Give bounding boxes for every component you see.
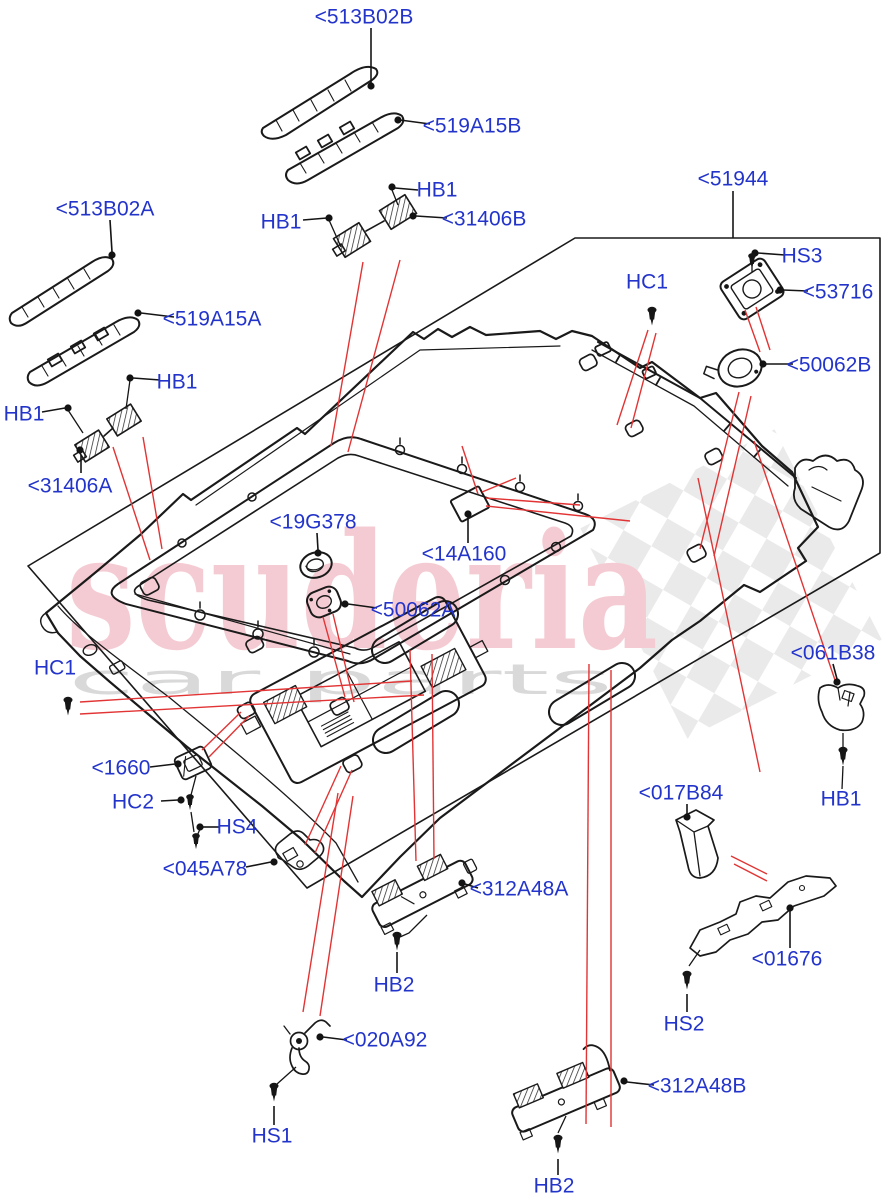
screw-HB2-b-icon (553, 1134, 563, 1154)
part-label-HS1[interactable]: HS1 (251, 1124, 293, 1148)
part-label-HB1-a[interactable]: HB1 (416, 178, 458, 202)
part-01676-drawing (689, 875, 837, 957)
part-label-061B38[interactable]: <061B38 (790, 641, 876, 665)
screw-HC1-top-icon (647, 306, 657, 326)
part-label-312A48A[interactable]: <312A48A (469, 877, 569, 901)
part-label-HS4[interactable]: HS4 (216, 815, 258, 839)
part-label-513B02A[interactable]: <513B02A (55, 197, 155, 221)
part-513B02A-drawing (8, 256, 115, 327)
part-label-HB2-a[interactable]: HB2 (373, 973, 415, 997)
part-label-HB2-b[interactable]: HB2 (533, 1174, 575, 1198)
part-017B84-drawing (675, 809, 719, 879)
part-31406B-drawing (331, 193, 418, 259)
part-519A15B-drawing (285, 112, 405, 185)
screw-HC2-icon (186, 794, 194, 811)
part-50062A-drawing (306, 585, 342, 619)
part-label-31406A[interactable]: <31406A (27, 474, 113, 498)
part-label-HC2[interactable]: HC2 (111, 790, 155, 814)
part-label-513B02B[interactable]: <513B02B (314, 5, 414, 29)
part-label-HB1-b[interactable]: HB1 (260, 210, 302, 234)
part-label-017B84[interactable]: <017B84 (638, 781, 724, 805)
part-label-HB1-d[interactable]: HB1 (3, 402, 45, 426)
part-label-14A160[interactable]: <14A160 (421, 542, 507, 566)
part-label-312A48B[interactable]: <312A48B (647, 1074, 747, 1098)
panel-boundary (27, 237, 881, 889)
label-leader-lines (41, 28, 844, 1175)
part-label-50062B[interactable]: <50062B (786, 353, 872, 377)
part-label-53716[interactable]: <53716 (802, 280, 874, 304)
screw-HC1-left-icon (63, 696, 73, 716)
watermark-brand: scuderia (66, 498, 658, 686)
checkered-flag-motif (580, 429, 882, 739)
part-label-19G378[interactable]: <19G378 (269, 510, 357, 534)
part-061B38-drawing (817, 683, 866, 732)
part-label-HB1-c[interactable]: HB1 (156, 370, 198, 394)
part-label-519A15A[interactable]: <519A15A (162, 307, 262, 331)
part-label-045A78[interactable]: <045A78 (162, 857, 248, 881)
part-label-50062A[interactable]: <50062A (370, 598, 456, 622)
screw-HB2-a-icon (392, 931, 402, 951)
part-label-01676[interactable]: <01676 (751, 947, 823, 971)
part-50062B-drawing (703, 348, 763, 388)
part-312A48A-drawing (371, 853, 478, 936)
part-label-HC1-top[interactable]: HC1 (625, 270, 669, 294)
red-locator-lines (79, 259, 837, 1127)
part-label-HS2[interactable]: HS2 (663, 1012, 705, 1036)
part-14A160-drawing (449, 485, 491, 523)
part-label-HB1-e[interactable]: HB1 (820, 787, 862, 811)
part-1660-drawing (173, 745, 213, 781)
part-label-51944[interactable]: <51944 (697, 167, 769, 191)
part-519A15A-drawing (26, 316, 141, 387)
panel-clip-holes (139, 353, 724, 774)
part-31406A-drawing (72, 403, 142, 463)
part-label-HC1-left[interactable]: HC1 (33, 656, 77, 680)
part-19G378-drawing (299, 551, 333, 579)
screw-HB1-e-icon (838, 746, 848, 766)
leader-dots (64, 82, 841, 1085)
screw-HS4-icon (192, 833, 200, 850)
part-045A78-drawing (274, 830, 325, 871)
screw-HS1-icon (269, 1082, 279, 1102)
part-label-31406B[interactable]: <31406B (441, 207, 527, 231)
part-label-1660[interactable]: <1660 (91, 756, 151, 780)
part-020A92-drawing (283, 1019, 331, 1075)
part-label-519A15B[interactable]: <519A15B (422, 114, 522, 138)
part-label-020A92[interactable]: <020A92 (342, 1028, 428, 1052)
part-label-HS3[interactable]: HS3 (781, 244, 823, 268)
watermark: scuderia car parts (66, 429, 882, 739)
rear-rail (591, 341, 864, 531)
screw-HS2-icon (682, 970, 692, 990)
part-312A48B-drawing (511, 1044, 621, 1141)
part-513B02B-drawing (260, 65, 379, 140)
